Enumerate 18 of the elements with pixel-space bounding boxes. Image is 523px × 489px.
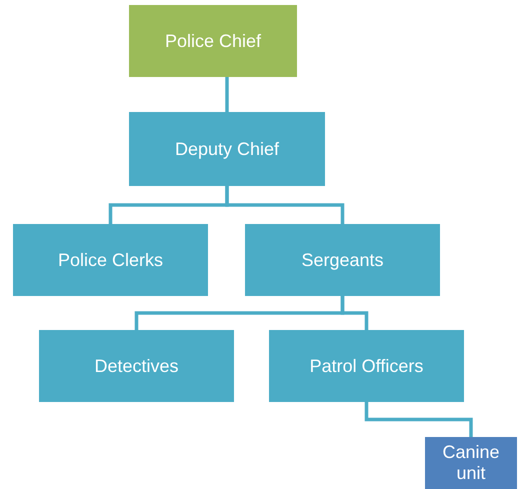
org-box — [13, 224, 208, 296]
role-label: Patrol Officers — [310, 356, 424, 376]
role-label: Canine unit — [441, 442, 501, 484]
connector-line — [225, 77, 229, 112]
role-label: Deputy Chief — [174, 138, 280, 160]
connector-line — [364, 402, 473, 437]
org-box — [269, 330, 464, 402]
org-box — [129, 5, 297, 77]
connector-line — [225, 186, 344, 224]
connector-line — [340, 296, 368, 330]
role-label: Police Chief — [164, 30, 262, 52]
role-label: Sergeants — [301, 250, 384, 270]
org-box — [129, 112, 325, 186]
org-box — [39, 330, 234, 402]
role-label: Detectives — [94, 356, 179, 376]
org-box — [245, 224, 440, 296]
role-label: Police Clerks — [58, 250, 164, 270]
org-box — [425, 437, 517, 489]
